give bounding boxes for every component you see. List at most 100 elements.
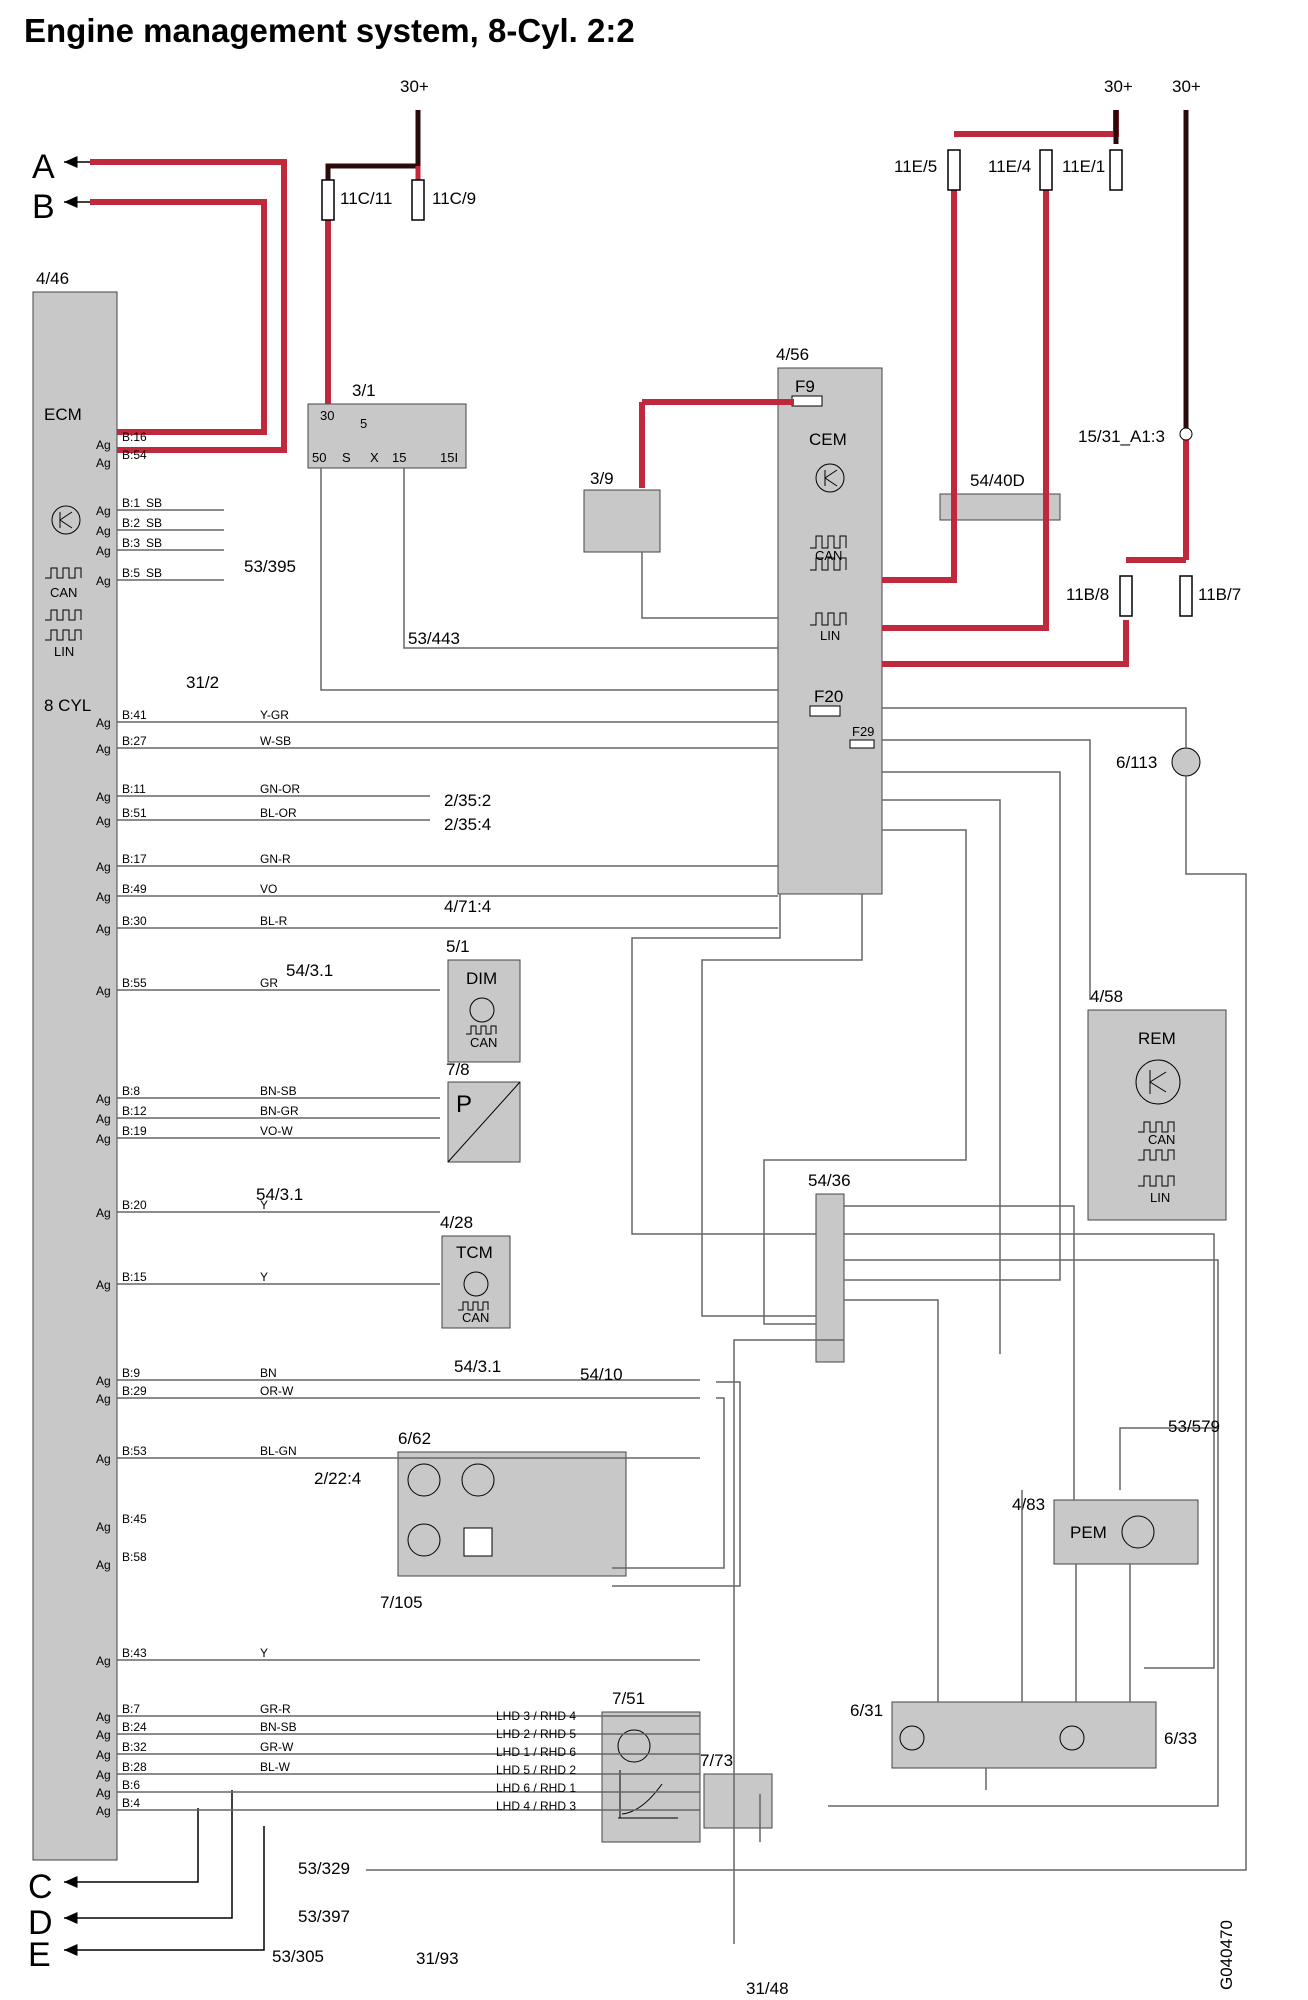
p-name: P	[456, 1091, 472, 1118]
connector-b: B	[32, 188, 55, 226]
ecm-wire-color: W-SB	[260, 734, 291, 748]
power-wire-11e4	[882, 184, 1049, 631]
fuse-label-11c9: 11C/9	[432, 189, 476, 208]
ecm-ag-label: Ag	[96, 1804, 111, 1818]
ecm-ag-label: Ag	[96, 1786, 111, 1800]
tcm-ref: 4/28	[440, 1213, 473, 1232]
can-pulse-icon	[466, 1025, 497, 1035]
transistor-icon	[1149, 1070, 1167, 1094]
ref-4714: 4/71:4	[444, 897, 491, 916]
fuse-label-11b7: 11B/7	[1198, 585, 1241, 604]
ecm-ag-label: Ag	[96, 544, 111, 558]
ecm-can-label: CAN	[50, 585, 77, 600]
ecm-wire-color: BN-SB	[260, 1720, 297, 1734]
fuse-11e4	[1039, 149, 1053, 191]
ref-3148: 31/48	[746, 1979, 789, 1998]
ref-53443: 53/443	[408, 629, 460, 648]
tcm-module	[441, 1235, 511, 1329]
c5440d-ref: 54/40D	[970, 471, 1025, 490]
rem-name: REM	[1138, 1029, 1176, 1048]
rem-lin-label: LIN	[1150, 1190, 1170, 1205]
fuse-11c11	[321, 179, 335, 221]
ecm-ag-label: Ag	[96, 890, 111, 904]
ref-5410: 54/10	[580, 1365, 623, 1384]
ecm-pin-label: B:20	[122, 1198, 147, 1212]
fuse-11b7	[1179, 575, 1193, 617]
fuse-label-11b8: 11B/8	[1066, 585, 1109, 604]
pem-module	[1053, 1499, 1199, 1565]
ecm-pin-label: B:53	[122, 1444, 147, 1458]
ecm-pin-label: B:55	[122, 976, 147, 990]
can-pulse-icon	[810, 535, 847, 549]
ign-pin-x: X	[370, 450, 379, 465]
ecm-ag-label: Ag	[96, 574, 111, 588]
supply-1531: 15/31_A1:3	[1078, 427, 1165, 446]
m51-ref: 7/51	[612, 1689, 645, 1708]
pem-processor-icon	[1121, 1515, 1155, 1549]
motor-icon	[407, 1523, 441, 1557]
m113-ref: 6/113	[1116, 753, 1157, 772]
ecm-sub-label: 8 CYL	[44, 696, 91, 715]
ecm-ag-label: Ag	[96, 1520, 111, 1534]
connector-5440d	[939, 493, 1061, 521]
ref-53329: 53/329	[298, 1859, 350, 1878]
cem-name: CEM	[809, 430, 847, 449]
dim-processor-icon	[469, 997, 495, 1023]
ecm-ag-label: Ag	[96, 1206, 111, 1220]
connector-a: A	[32, 148, 55, 186]
m105-ref: 7/105	[380, 1593, 423, 1612]
ecm-wire-color: SB	[146, 516, 162, 530]
motor-icon	[461, 1463, 495, 1497]
ecm-pin-label: B:28	[122, 1760, 147, 1774]
fuse-f29-symbol	[849, 739, 875, 749]
pem-ref: 4/83	[1012, 1495, 1045, 1514]
ecm-wire-color: BL-W	[260, 1760, 291, 1774]
ecm-ag-label: Ag	[96, 1092, 111, 1106]
ecm-ag-label: Ag	[96, 456, 111, 470]
rem-ref: 4/58	[1090, 987, 1123, 1006]
ign-pin-50: 50	[312, 450, 326, 465]
ecm-wire-color: VO-W	[260, 1124, 293, 1138]
ecm-pin-label: B:19	[122, 1124, 147, 1138]
ecm-wire-color: GR-W	[260, 1740, 294, 1754]
ecm-wire-color: Y-GR	[260, 708, 289, 722]
power-wire-b	[90, 199, 267, 435]
ecm-pin-label: B:12	[122, 1104, 147, 1118]
ref-53395: 53/395	[244, 557, 296, 576]
ecm-pin-label: B:9	[122, 1366, 140, 1380]
motor-icon	[899, 1725, 925, 1751]
ref-53305: 53/305	[272, 1947, 324, 1966]
ecm-wire-color: GR-R	[260, 1702, 291, 1716]
ecm-ag-label: Ag	[96, 1452, 111, 1466]
arrow-d	[64, 1790, 233, 1924]
ecm-ag-label: Ag	[96, 438, 111, 452]
ecm-wire-color: BN-SB	[260, 1084, 297, 1098]
ign-ref: 3/1	[352, 381, 376, 400]
m62-ref: 6/62	[398, 1429, 431, 1448]
ign-pin-15: 15	[392, 450, 406, 465]
power-wire-11b8	[882, 620, 1129, 667]
dim-ref: 5/1	[446, 937, 470, 956]
ecm-ag-label: Ag	[96, 1112, 111, 1126]
ecm-pin-label: B:8	[122, 1084, 140, 1098]
lin-pulse-icon	[810, 612, 847, 626]
lhd-rhd-label: LHD 2 / RHD 5	[496, 1727, 576, 1741]
ign-pin-15i: 15I	[440, 450, 458, 465]
fuse-11c9	[411, 179, 425, 221]
connector-d: D	[28, 1904, 53, 1942]
ecm-pin-label: B:7	[122, 1702, 140, 1716]
power-wire-11e5	[882, 184, 957, 583]
tcm-can-label: CAN	[462, 1310, 489, 1325]
lhd-rhd-label: LHD 3 / RHD 4	[496, 1709, 576, 1723]
ecm-ag-label: Ag	[96, 860, 111, 874]
lin-pulse-icon	[1138, 1175, 1175, 1187]
ecm-pin-label: B:16	[122, 430, 147, 444]
sensor-diagonal	[447, 1081, 521, 1163]
lhd-rhd-label: LHD 6 / RHD 1	[496, 1781, 576, 1795]
ref-53397: 53/397	[298, 1907, 350, 1926]
cem-module	[777, 367, 883, 895]
pem-name: PEM	[1070, 1523, 1107, 1542]
can-pulse-icon	[1138, 1121, 1175, 1133]
ecm-pin-label: B:49	[122, 882, 147, 896]
lhd-rhd-label: LHD 4 / RHD 3	[496, 1799, 576, 1813]
